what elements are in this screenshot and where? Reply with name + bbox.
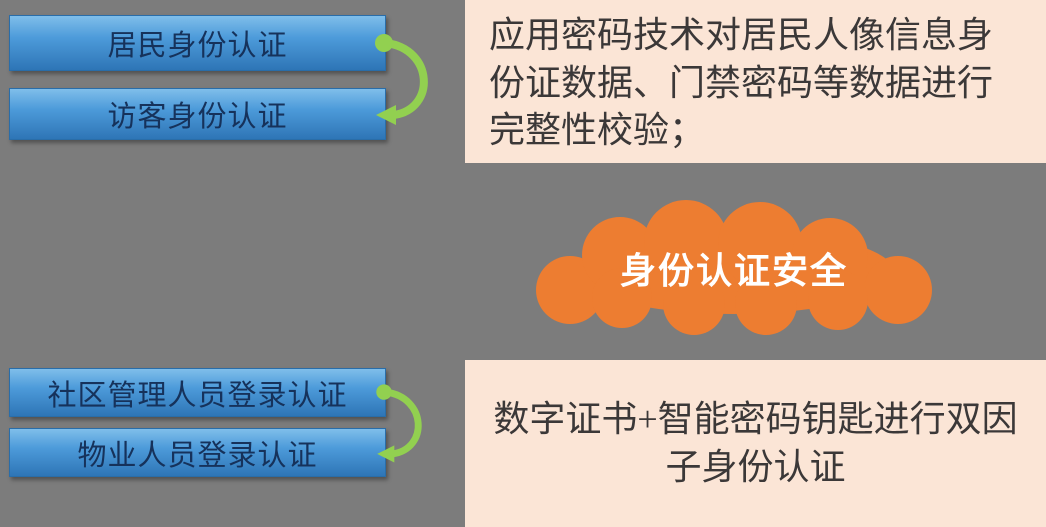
bar-visitor-identity-auth: 访客身份认证 — [9, 88, 386, 140]
connector-dot — [376, 384, 392, 400]
bar-property-staff-login-auth: 物业人员登录认证 — [9, 428, 386, 477]
connector-arrowhead — [376, 105, 396, 125]
bar-community-manager-login-auth-label: 社区管理人员登录认证 — [47, 379, 348, 412]
curved-arrow-connector-top-icon — [375, 34, 428, 125]
cloud-bumps — [536, 200, 932, 335]
cloud-shape: 身份认证安全 — [508, 200, 960, 338]
bar-community-manager-login-auth: 社区管理人员登录认证 — [9, 368, 386, 417]
connector-curve — [382, 388, 422, 458]
panel-integrity-check: 应用密码技术对居民人像信息身份证数据、门禁密码等数据进行完整性校验； — [465, 0, 1046, 163]
connector-dot — [375, 34, 393, 52]
connector-curve — [382, 39, 428, 119]
panel-integrity-check-text: 应用密码技术对居民人像信息身份证数据、门禁密码等数据进行完整性校验； — [489, 15, 994, 151]
panel-two-factor-auth-text: 数字证书+智能密码钥匙进行双因子身份认证 — [493, 398, 1018, 487]
curved-arrow-connector-bottom-icon — [376, 384, 422, 463]
panel-two-factor-auth: 数字证书+智能密码钥匙进行双因子身份认证 — [465, 360, 1046, 527]
connector-arrowhead — [377, 445, 395, 463]
cloud-label: 身份认证安全 — [619, 249, 848, 291]
cloud-icon — [536, 200, 932, 335]
bar-resident-identity-auth-label: 居民身份认证 — [107, 30, 288, 62]
bar-visitor-identity-auth-label: 访客身份认证 — [107, 101, 288, 133]
bar-property-staff-login-auth-label: 物业人员登录认证 — [77, 439, 318, 472]
bar-resident-identity-auth: 居民身份认证 — [9, 15, 386, 71]
